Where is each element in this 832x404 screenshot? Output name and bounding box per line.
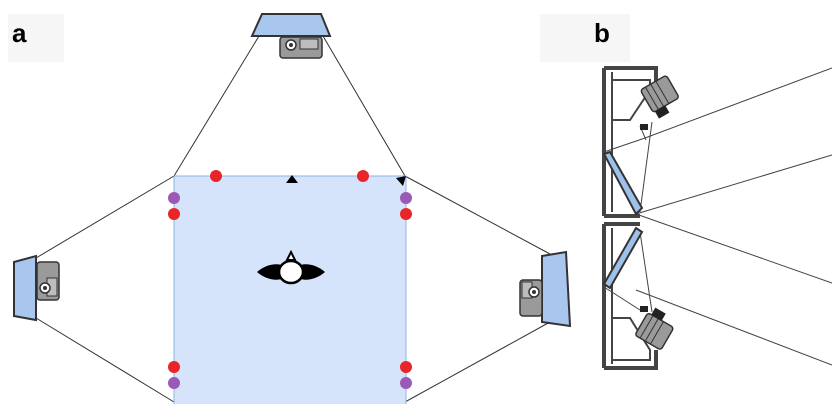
marker-red: [168, 361, 180, 373]
panel-a: [13, 13, 572, 404]
projector-icon: [36, 261, 60, 301]
marker-red: [168, 208, 180, 220]
camera-icon: [396, 176, 406, 186]
marker-purple: [168, 192, 180, 204]
marker-purple: [168, 377, 180, 389]
upper-shelf: [611, 79, 651, 121]
label-a-background: [8, 14, 64, 62]
ray-left-bottom: [35, 317, 175, 403]
panel-b: [602, 66, 832, 370]
ray-b-4: [635, 289, 832, 366]
screen-top: [250, 13, 332, 37]
projector-icon: [279, 36, 323, 59]
lower-shelf: [611, 317, 651, 361]
projector-icon: [635, 307, 674, 350]
ray-b-10: [639, 121, 653, 213]
ray-b-5: [603, 137, 646, 153]
marker-red: [400, 361, 412, 373]
marker-purple: [400, 377, 412, 389]
lens-marker: [640, 306, 648, 312]
ray-top-left: [173, 35, 260, 177]
marker-red: [210, 170, 222, 182]
ray-b-11: [639, 231, 653, 313]
projector-icon: [519, 279, 543, 317]
tracking-markers-red: [168, 170, 412, 373]
camera-icon: [286, 175, 298, 183]
ray-right-top: [404, 175, 551, 255]
ray-b-3: [635, 213, 832, 284]
projection-rays-a: [35, 35, 551, 403]
ray-b-2: [635, 154, 832, 215]
tracking-markers-purple: [168, 192, 412, 389]
ray-top-right: [322, 35, 406, 177]
ray-b-1: [644, 67, 832, 139]
marker-purple: [400, 192, 412, 204]
screen-left: [13, 254, 37, 322]
viewer-icon: [257, 249, 325, 285]
lens-marker: [640, 124, 648, 130]
projector-icon: [640, 75, 679, 119]
ray-b-8: [603, 286, 641, 311]
panel-label-b: b: [594, 18, 610, 48]
floor-area: [173, 175, 407, 404]
mirror-upper: [602, 150, 644, 216]
panel-label-a: a: [12, 18, 27, 48]
screen-right: [541, 250, 572, 328]
mirror-lower: [602, 226, 644, 290]
ray-left-top: [35, 175, 175, 259]
marker-red: [400, 208, 412, 220]
marker-red: [357, 170, 369, 182]
label-b-background: [540, 14, 630, 62]
cabinet-frame: [602, 66, 658, 370]
ray-right-bottom: [404, 321, 551, 403]
